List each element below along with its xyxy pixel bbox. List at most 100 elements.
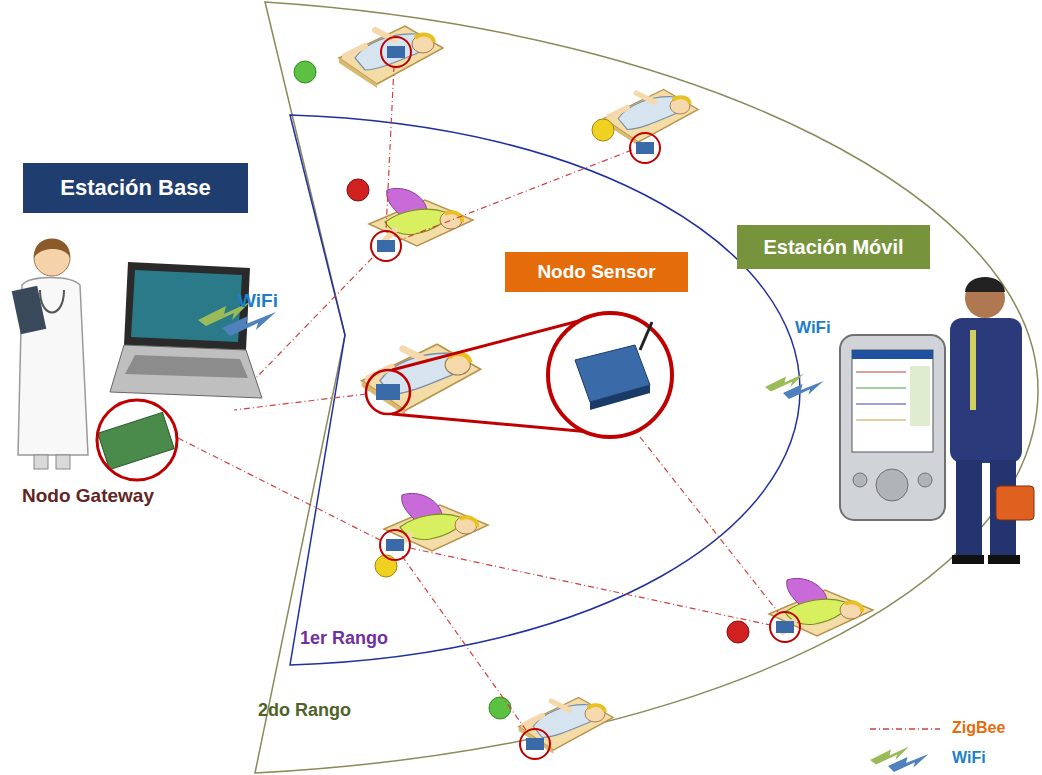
sensor-nodes <box>520 729 550 759</box>
sensor-nodes <box>520 729 550 759</box>
wifi-label: WiFi <box>795 318 831 338</box>
pda-device <box>840 335 945 520</box>
sensor-nodes <box>776 621 794 633</box>
legend-text: ZigBee <box>952 719 1005 736</box>
station-box: Estación Móvil <box>737 225 930 269</box>
status-dots <box>294 61 749 719</box>
sensor-nodes <box>380 530 410 560</box>
sensor-nodes <box>366 37 800 759</box>
patient-figure <box>519 697 614 753</box>
sensor-nodes <box>380 530 410 560</box>
patient-figure <box>769 578 873 636</box>
paramedic-figure <box>952 555 984 564</box>
sensor-nodes <box>371 231 401 261</box>
zigbee-links <box>402 556 526 730</box>
gateway-node <box>98 412 174 469</box>
zoom-callout <box>392 414 590 432</box>
paramedic-figure <box>965 277 1005 292</box>
patient-figure <box>362 344 481 415</box>
paramedic-figure <box>965 278 1005 318</box>
sensor-nodes <box>770 612 800 642</box>
paramedic-figure <box>950 318 1022 463</box>
sensor-nodes <box>381 37 411 67</box>
pda-device <box>852 350 933 452</box>
pda-device <box>910 366 930 426</box>
sensor-nodes <box>526 738 544 750</box>
status-dots <box>727 621 749 643</box>
first-range <box>290 115 800 665</box>
zoom-callout <box>590 385 650 410</box>
pda-device <box>856 420 906 421</box>
paramedic-figure <box>950 277 1034 564</box>
doctor-figure <box>12 286 47 334</box>
second-range <box>255 2 1038 773</box>
gateway-node <box>97 400 177 480</box>
sensor-nodes <box>630 133 660 163</box>
pda-device <box>856 388 906 389</box>
legend-item: WiFi <box>952 749 986 767</box>
doctor-figure <box>40 290 64 313</box>
doctor-figure <box>34 455 48 469</box>
sensor-nodes <box>387 46 405 58</box>
status-dots <box>592 119 614 141</box>
zoom-callout <box>548 313 672 437</box>
sensor-nodes <box>770 612 800 642</box>
zigbee-links <box>256 258 372 378</box>
gateway-label: Nodo Gateway <box>22 485 154 507</box>
laptop-icon <box>110 345 262 398</box>
zigbee-links <box>178 438 380 540</box>
zigbee-links <box>178 66 778 730</box>
pda-device <box>840 335 945 520</box>
station-box: Estación Base <box>23 163 248 213</box>
paramedic-figure <box>996 486 1034 520</box>
paramedic-figure <box>970 330 976 410</box>
legend-item: ZigBee <box>952 719 1005 737</box>
zigbee-links <box>400 150 632 240</box>
laptop-icon <box>124 262 250 350</box>
legend-line <box>870 728 940 730</box>
sensor-box: Nodo Sensor <box>505 252 688 292</box>
pda-device <box>876 469 908 501</box>
zoom-callout <box>392 313 672 437</box>
box-title: Nodo Sensor <box>537 261 655 283</box>
paramedic-figure <box>956 460 982 558</box>
laptop-icon <box>125 355 248 378</box>
zigbee-links <box>386 66 394 230</box>
sensor-nodes <box>386 539 404 551</box>
zigbee-links <box>410 548 770 625</box>
pda-device <box>856 404 906 405</box>
sensor-nodes <box>377 240 395 252</box>
legend-text: WiFi <box>952 749 986 766</box>
sensor-nodes <box>636 142 654 154</box>
sensor-nodes <box>371 231 401 261</box>
gateway-node <box>97 400 177 480</box>
sensor-nodes <box>376 384 400 400</box>
status-dots <box>489 697 511 719</box>
status-dots <box>294 61 316 83</box>
pda-device <box>852 350 933 359</box>
patient-figure <box>604 89 699 145</box>
sensor-nodes <box>366 370 410 414</box>
patient-figure <box>339 26 443 88</box>
zigbee-links <box>640 437 778 612</box>
pda-device <box>856 372 906 373</box>
status-dots <box>347 179 369 201</box>
pda-device <box>853 473 867 487</box>
sensor-nodes <box>381 37 411 67</box>
pda-device <box>918 473 932 487</box>
range-label: 1er Rango <box>300 628 388 649</box>
status-dots <box>375 555 397 577</box>
sensor-nodes <box>630 133 660 163</box>
zigbee-links <box>234 394 366 410</box>
range-label: 2do Rango <box>258 700 351 721</box>
zoom-callout <box>640 322 652 350</box>
wifi-symbol <box>765 374 824 400</box>
paramedic-figure <box>988 555 1020 564</box>
legend-wifi-symbol <box>870 747 929 773</box>
doctor-figure <box>56 455 70 469</box>
patient-figure <box>384 493 488 551</box>
box-title: Estación Móvil <box>763 236 903 259</box>
wifi-label: WiFi <box>238 290 278 312</box>
sensor-nodes <box>366 370 410 414</box>
